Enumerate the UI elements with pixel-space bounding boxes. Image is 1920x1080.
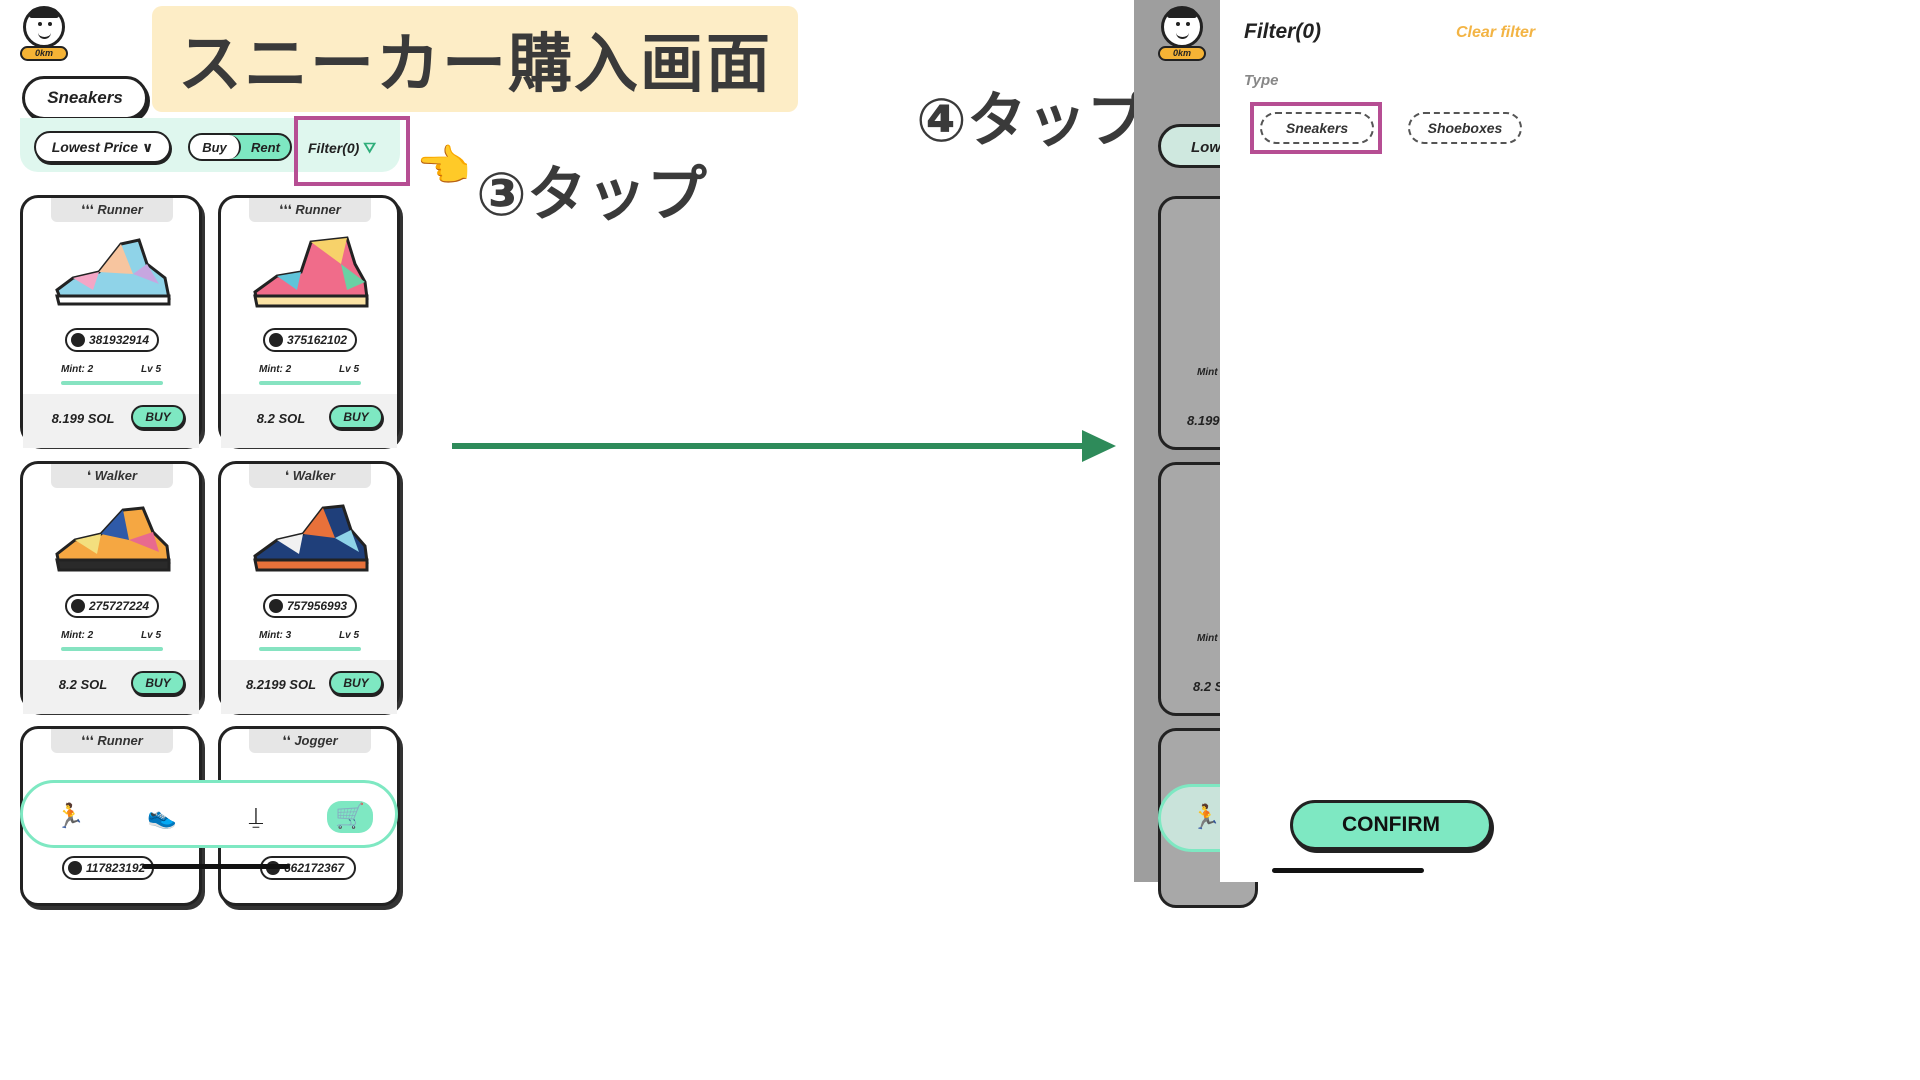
- card-type: Jogger: [294, 733, 338, 748]
- sneaker-icon[interactable]: 👟: [147, 803, 177, 830]
- user-avatar: 0km: [1158, 6, 1208, 61]
- sneaker-image: [253, 504, 369, 572]
- mint-count: Mint: 2: [61, 364, 94, 375]
- level: Lv 5: [141, 630, 162, 641]
- filter-label: Filter(0): [308, 140, 360, 156]
- sneaker-card[interactable]: ❛ Walker 757956993 Mint: 3 Lv 5 8.2199 S…: [218, 461, 400, 714]
- coin-icon: [269, 333, 283, 347]
- price: 8.2 SOL: [58, 677, 108, 692]
- step4-annotation: ④タップ: [916, 87, 1147, 154]
- sneaker-card[interactable]: ❛❛❛ Runner 375162102 Mint: 2 Lv 5 8.2 SO…: [218, 195, 400, 448]
- sneaker-id-badge: 275727224: [65, 594, 159, 618]
- sneaker-id-badge: 117823192: [62, 856, 154, 880]
- card-type-icon: ❛: [86, 468, 95, 483]
- card-type: Runner: [295, 202, 341, 217]
- price: 8.2 SOL: [256, 411, 306, 426]
- durability-bar: [61, 647, 163, 651]
- buy-button[interactable]: BUY: [131, 405, 185, 429]
- bottom-nav: 🏃 👟 ⍊ 🛒: [20, 780, 398, 848]
- page-title: スニーカー購入画面: [152, 6, 798, 112]
- distance-badge: 0km: [1158, 46, 1206, 61]
- sneaker-card[interactable]: ❛❛❛ Runner 381932914 Mint: 2 Lv 5 8.199 …: [20, 195, 202, 448]
- type-section-label: Type: [1244, 72, 1279, 89]
- screenshot-canvas: 0km Sneakers Lowest Price ∨ Buy Rent Fil…: [0, 0, 1568, 908]
- filter-panel: Filter(0) Clear filter Type Sneakers Sho…: [1220, 0, 1568, 882]
- sneaker-id-badge: 375162102: [263, 328, 357, 352]
- sort-dropdown[interactable]: Lowest Price ∨: [34, 131, 171, 163]
- sneakers-tab[interactable]: Sneakers: [22, 76, 148, 120]
- card-type-icon: ❛❛❛: [81, 202, 98, 217]
- sneaker-image: [253, 236, 369, 308]
- home-indicator: [1272, 868, 1424, 873]
- dimmed-background: 0km Low Mint 8.199 Mint 8.2 S 🏃: [1134, 0, 1278, 908]
- flow-arrow-icon: [452, 430, 1116, 462]
- step3-annotation: ③タップ: [476, 161, 707, 228]
- run-icon: 🏃: [1191, 804, 1221, 831]
- sneaker-id-badge: 757956993: [263, 594, 357, 618]
- sneakers-chip[interactable]: Sneakers: [1260, 112, 1374, 144]
- sneakers-highlight-box: [1250, 102, 1382, 154]
- card-type: Walker: [292, 468, 336, 483]
- buy-button[interactable]: BUY: [329, 671, 383, 695]
- price: 8.199 SOL: [51, 411, 115, 426]
- card-type-icon: ❛❛❛: [279, 202, 296, 217]
- card-type-icon: ❛❛: [282, 733, 295, 748]
- mint-count: Mint: 3: [259, 630, 292, 641]
- level: Lv 5: [141, 364, 162, 375]
- filter-panel-title: Filter(0): [1244, 20, 1322, 43]
- sneaker-image: [55, 506, 171, 572]
- sneaker-id-badge: 381932914: [65, 328, 159, 352]
- card-type: Runner: [97, 733, 143, 748]
- card-type-icon: ❛: [284, 468, 293, 483]
- user-avatar[interactable]: 0km: [20, 6, 70, 61]
- coin-icon: [71, 599, 85, 613]
- left-phone-screen: 0km Sneakers Lowest Price ∨ Buy Rent Fil…: [0, 0, 420, 906]
- clear-filter-link[interactable]: Clear filter: [1456, 24, 1536, 41]
- buy-button[interactable]: BUY: [329, 405, 383, 429]
- run-icon[interactable]: 🏃: [55, 803, 85, 830]
- rent-toggle-option[interactable]: Rent: [251, 139, 280, 155]
- pointing-hand-icon: 👈: [416, 142, 471, 191]
- durability-bar: [259, 381, 361, 385]
- price: 8.2199 SOL: [245, 677, 317, 692]
- level: Lv 5: [339, 630, 360, 641]
- buy-button[interactable]: BUY: [131, 671, 185, 695]
- buy-rent-toggle[interactable]: Buy Rent: [188, 133, 292, 161]
- level: Lv 5: [339, 364, 360, 375]
- mint-count: Mint: 2: [61, 630, 94, 641]
- cart-icon[interactable]: 🛒: [327, 801, 373, 833]
- podium-icon[interactable]: ⍊: [248, 803, 264, 830]
- confirm-button[interactable]: CONFIRM: [1290, 800, 1492, 850]
- sneaker-image: [55, 238, 171, 306]
- card-type: Walker: [94, 468, 138, 483]
- durability-bar: [259, 647, 361, 651]
- home-indicator: [142, 864, 290, 869]
- filter-highlight-box: [294, 116, 410, 186]
- sneaker-id-badge: 662172367: [260, 856, 356, 880]
- mint-count: Mint: 2: [259, 364, 292, 375]
- filter-funnel-icon: ⛛: [363, 139, 376, 157]
- card-type-icon: ❛❛❛: [81, 733, 98, 748]
- distance-badge: 0km: [20, 46, 68, 61]
- card-type: Runner: [97, 202, 143, 217]
- sneaker-card[interactable]: ❛ Walker 275727224 Mint: 2 Lv 5 8.2 SOL …: [20, 461, 202, 714]
- coin-icon: [68, 861, 82, 875]
- coin-icon: [269, 599, 283, 613]
- coin-icon: [71, 333, 85, 347]
- buy-toggle-option[interactable]: Buy: [190, 135, 241, 159]
- shoeboxes-chip[interactable]: Shoeboxes: [1408, 112, 1522, 144]
- filter-button[interactable]: Filter(0) ⛛: [300, 133, 400, 163]
- durability-bar: [61, 381, 163, 385]
